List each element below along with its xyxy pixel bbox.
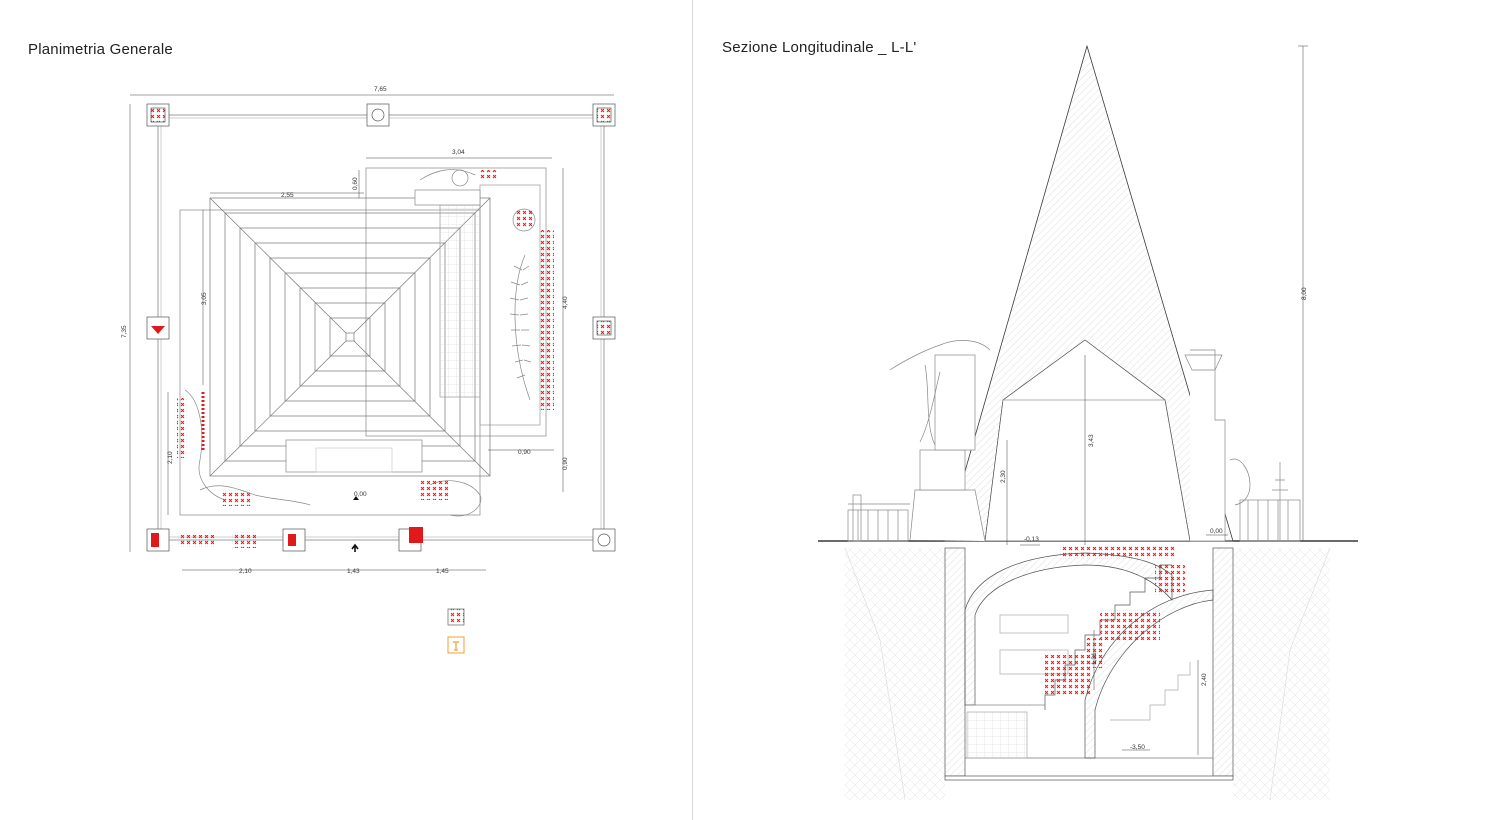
section-title: Sezione Longitudinale _ L-L'	[722, 39, 917, 56]
fence-posts	[146, 103, 616, 552]
plan-level-000: 0,00	[354, 491, 367, 498]
dim-depth-440: 4,40	[562, 296, 569, 309]
plan-title: Planimetria Generale	[28, 41, 173, 58]
left-balustrade	[847, 340, 991, 542]
dim-depth-090: 0,90	[562, 457, 569, 470]
entrance-step	[285, 439, 423, 473]
site-plan	[146, 103, 616, 552]
tiled-floor	[439, 204, 481, 398]
legend-hatch-icon	[447, 608, 465, 626]
dim-depth-305: 3,05	[201, 292, 208, 305]
level-minus-013: -0,13	[1024, 536, 1039, 543]
dim-depth-060: 0,60	[352, 177, 359, 190]
sheet-divider	[692, 0, 693, 820]
dim-overall-width: 7,65	[374, 86, 387, 93]
dim-height-343: 3,43	[1088, 434, 1095, 447]
crypt-wall-left	[944, 547, 966, 777]
section-dimension-labels: 8,00 3,43 2,30 -0,13 0,00 1,21 2,40 -3,5…	[1000, 287, 1308, 751]
dim-height-240: 2,40	[1201, 673, 1208, 686]
palm-relief	[509, 208, 536, 401]
dim-width-090: 0,90	[518, 449, 531, 456]
dim-width-255: 2,55	[281, 192, 294, 199]
level-minus-350: -3,50	[1130, 744, 1145, 751]
damage-marks	[1045, 545, 1185, 695]
upper-chamber	[984, 339, 1191, 542]
entrance-arrow-icon	[351, 543, 359, 552]
dim-depth-210: 2,10	[167, 451, 174, 464]
longitudinal-section	[818, 44, 1358, 801]
section-dimension-lines	[1006, 45, 1308, 755]
plan-sheet	[0, 0, 749, 820]
right-balustrade	[1184, 349, 1301, 542]
dim-bottom-143: 1,43	[347, 568, 360, 575]
dim-height-230: 2,30	[1000, 470, 1007, 483]
dim-width-304: 3,04	[452, 149, 465, 156]
legend	[447, 608, 465, 654]
dim-bottom-145: 1,45	[436, 568, 449, 575]
dim-bottom-210: 2,10	[239, 568, 252, 575]
dim-overall-depth: 7,35	[121, 325, 128, 338]
crypt-wall-right	[1212, 547, 1234, 777]
dim-depth-121: 1,21	[1091, 652, 1098, 665]
plan-dimension-lines	[129, 94, 614, 571]
level-000: 0,00	[1210, 528, 1223, 535]
plan-dimension-labels: 7,65 7,35 3,04 2,55 0,60 3,05 4,40 2,10 …	[121, 86, 569, 575]
dim-height-800: 8,00	[1301, 287, 1308, 300]
